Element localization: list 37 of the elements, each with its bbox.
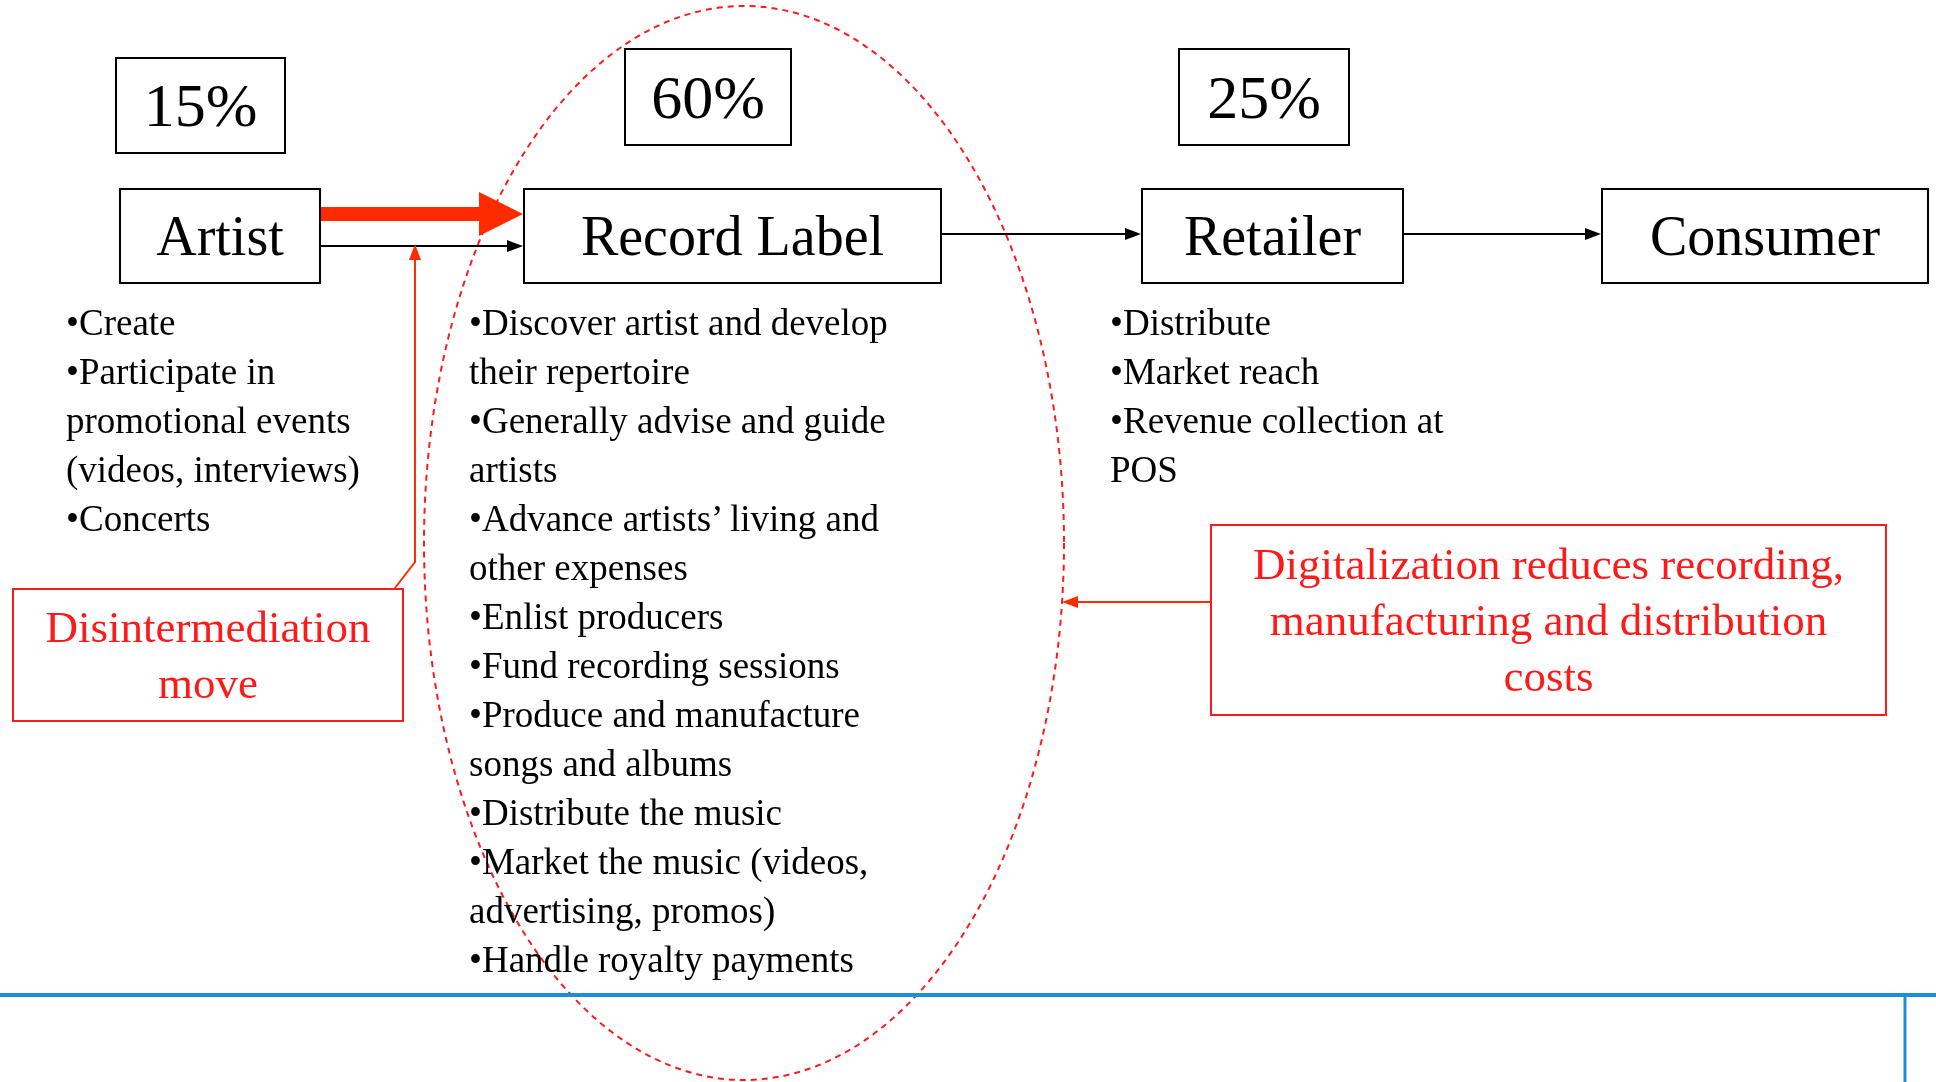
box-label: Artist (156, 204, 284, 268)
box-label: Consumer (1649, 204, 1881, 268)
bullet-item: •Handle royalty payments (469, 938, 855, 982)
box-label: 60% (651, 61, 765, 133)
bullet-item: •Generally advise and guide artists (469, 399, 887, 492)
arrow (321, 192, 523, 236)
bullet-item: •Produce and manufacture songs and albums (469, 693, 861, 786)
note-text: Disintermediation move (44, 600, 372, 710)
arrow (1062, 596, 1211, 608)
box-label: Record Label (580, 204, 885, 268)
bullet-item: •Enlist producers (469, 595, 725, 639)
box-label: 25% (1207, 61, 1321, 133)
arrow (941, 228, 1141, 240)
bullet-item: •Discover artist and develop their repertoire (469, 301, 889, 394)
bullet-item: •Market reach (1110, 350, 1321, 394)
bullet-item: •Advance artists’ living and other expenses (469, 497, 880, 590)
bullet-item: •Participate in promotional events (videos, interviews) (66, 350, 361, 492)
note-box (1210, 524, 1887, 716)
share-box (1601, 188, 1929, 284)
arrow (320, 240, 523, 252)
share-box (115, 57, 286, 154)
bullet-item: •Revenue collection at POS (1110, 399, 1445, 492)
arrow (1403, 228, 1601, 240)
bullet-item: •Distribute (1110, 301, 1272, 345)
box-label: Retailer (1183, 204, 1362, 268)
share-box (1178, 48, 1350, 146)
share-box (624, 48, 792, 146)
note-text: Digitalization reduces recording, manufacturing and distribution costs (1252, 537, 1845, 704)
bullet-item: •Distribute the music (469, 791, 784, 835)
bullet-item: •Fund recording sessions (469, 644, 841, 688)
leader-arrow (394, 244, 421, 589)
box-label: 15% (143, 70, 258, 141)
note-box (12, 588, 404, 722)
bullet-item: •Market the music (videos, advertising, promos) (469, 840, 870, 933)
dashed-ellipse (422, 4, 1066, 1082)
bullet-item: •Concerts (66, 497, 212, 541)
bullet-item: •Create (66, 301, 177, 345)
